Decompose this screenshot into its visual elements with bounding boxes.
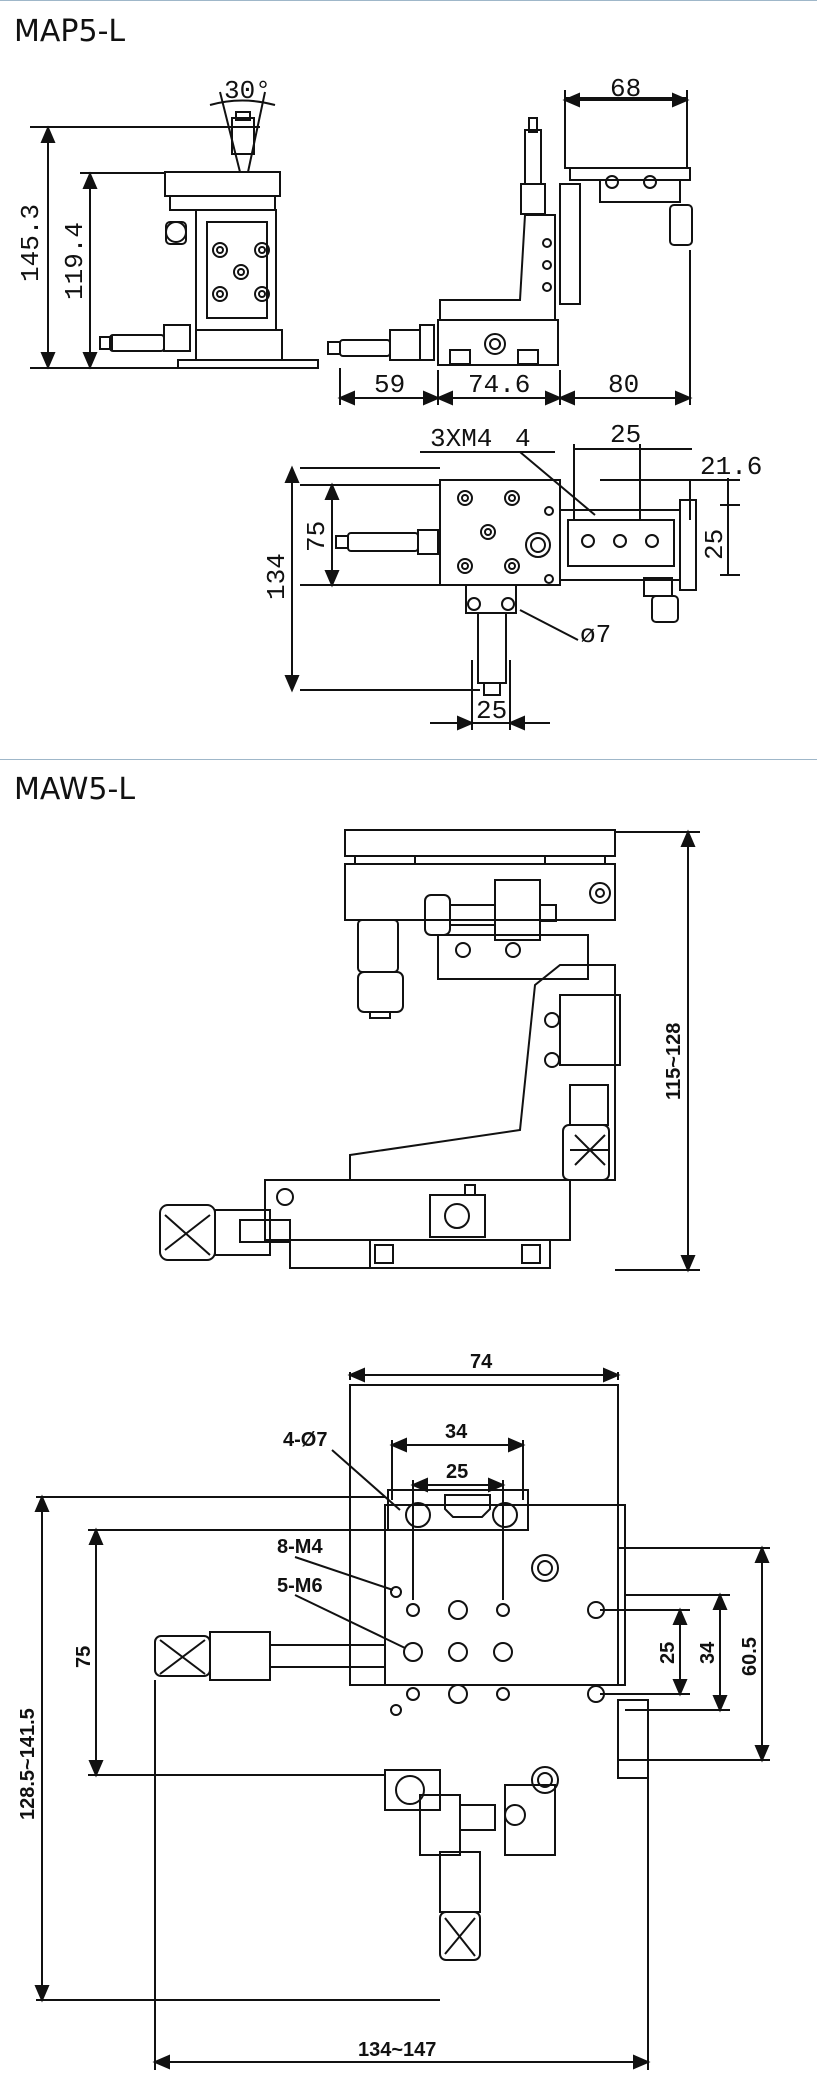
dim-top-width: 68 [610, 74, 641, 104]
dim-block-height: 75 [302, 521, 332, 552]
dim-side-mid: 74.6 [468, 370, 530, 400]
dim-angle: 30° [224, 76, 271, 106]
knob-icon [165, 221, 187, 243]
top-divider [0, 0, 817, 1]
dim-hole-spacing-b: 25 [700, 529, 730, 560]
dim-right-605: 60.5 [739, 1637, 761, 1676]
dim-height-total: 145.3 [16, 204, 46, 282]
map5l-plan-view [284, 444, 740, 731]
dim-right-25: 25 [657, 1642, 679, 1664]
dim-diameter: ø7 [580, 620, 611, 650]
section-divider [0, 759, 817, 760]
dim-thread-callout: 3XM4 [430, 424, 492, 454]
dim-width-range: 134~147 [358, 2039, 436, 2061]
dim-height-75: 75 [73, 1646, 95, 1668]
map5l-side-view [327, 90, 693, 406]
dim-height-partial: 119.4 [60, 222, 90, 300]
dim-width-34: 34 [445, 1421, 468, 1443]
dim-side-right: 80 [608, 370, 639, 400]
dim-width-25: 25 [446, 1461, 468, 1483]
dim-holes-m4: 8-M4 [277, 1536, 323, 1558]
dim-holes-7: 4-Ø7 [283, 1429, 327, 1451]
dim-height-range-plan: 128.5~141.5 [17, 1708, 39, 1820]
dim-side-left: 59 [374, 370, 405, 400]
maw5l-side-view [159, 829, 700, 1273]
dim-offset: 21.6 [700, 452, 762, 482]
dim-right-34: 34 [697, 1641, 719, 1664]
dim-thread-depth: 4 [515, 424, 531, 454]
dim-hole-spacing-a: 25 [610, 420, 641, 450]
section-title-maw5l: MAW5-L [14, 772, 136, 807]
dim-height-range: 115~128 [663, 1023, 685, 1100]
maw5l-plan-view [34, 1367, 770, 2070]
section-title-map5l: MAP5-L [14, 14, 126, 49]
dim-bottom-width: 25 [476, 696, 507, 726]
dim-holes-m6: 5-M6 [277, 1575, 323, 1597]
dim-width-top: 74 [470, 1351, 493, 1373]
dim-height-plan: 134 [262, 553, 292, 600]
map5l-front-view [30, 91, 319, 370]
